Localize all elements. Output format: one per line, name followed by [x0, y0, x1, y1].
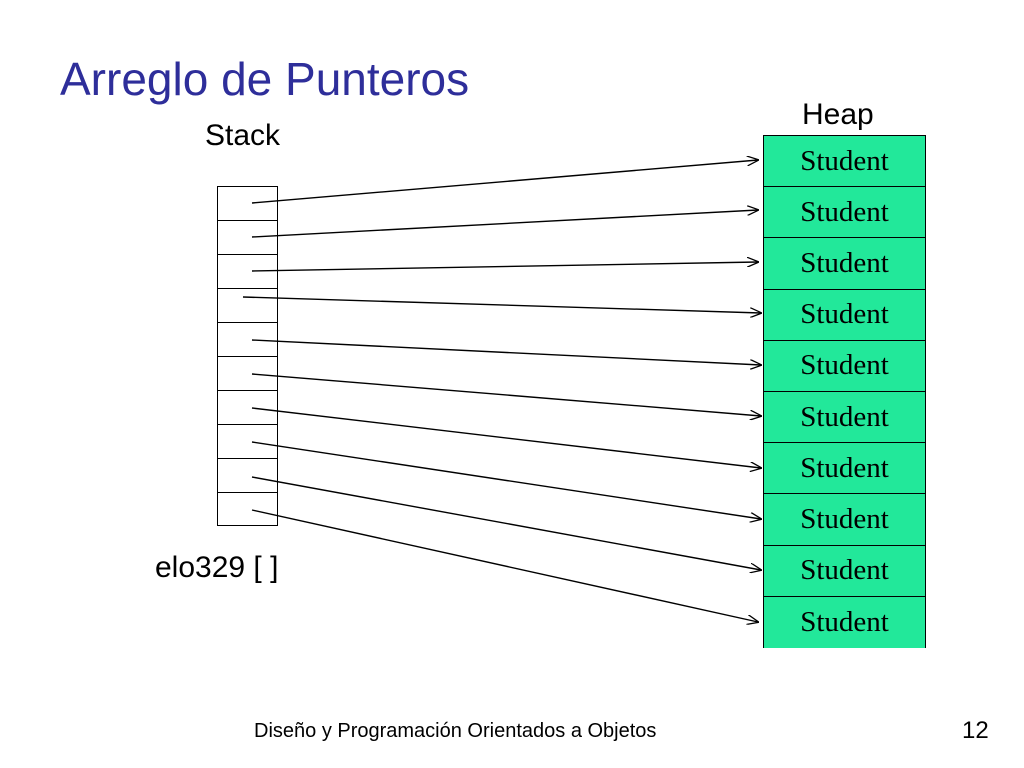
heap-item-student: Student — [764, 596, 925, 648]
pointer-arrow — [251, 373, 761, 416]
stack-cell — [218, 289, 277, 323]
pointer-arrow — [251, 210, 758, 238]
heap-item-student: Student — [764, 187, 925, 239]
page-number: 12 — [962, 717, 989, 744]
heap-item-student: Student — [764, 443, 925, 495]
pointer-arrow — [251, 509, 758, 622]
stack-cell — [218, 221, 277, 255]
heap-item-student: Student — [764, 545, 925, 597]
stack-label: Stack — [205, 119, 281, 152]
stack-cell — [218, 425, 277, 459]
pointer-arrow — [251, 262, 758, 272]
pointer-arrow — [251, 476, 761, 570]
stack-cell — [218, 323, 277, 357]
footer-text: Diseño y Programación Orientados a Objet… — [254, 720, 657, 742]
pointer-arrow — [242, 296, 761, 313]
pointer-arrow — [251, 339, 761, 365]
stack-cell — [218, 391, 277, 425]
heap-item-student: Student — [764, 289, 925, 341]
stack-cell — [218, 187, 277, 221]
pointer-arrow — [251, 407, 761, 468]
heap-item-student: Student — [764, 238, 925, 290]
slide-title: Arreglo de Punteros — [60, 53, 470, 105]
stack-array — [217, 186, 278, 526]
heap-label: Heap — [802, 98, 874, 131]
array-label: elo329 [ ] — [155, 551, 279, 584]
pointer-arrow — [251, 441, 761, 519]
heap-item-student: Student — [764, 136, 925, 188]
stack-cell — [218, 255, 277, 289]
heap-item-student: Student — [764, 494, 925, 546]
stack-cell — [218, 357, 277, 391]
pointer-arrow — [251, 160, 758, 204]
heap-item-student: Student — [764, 391, 925, 444]
stack-cell — [218, 459, 277, 493]
heap-item-student: Student — [764, 340, 925, 392]
